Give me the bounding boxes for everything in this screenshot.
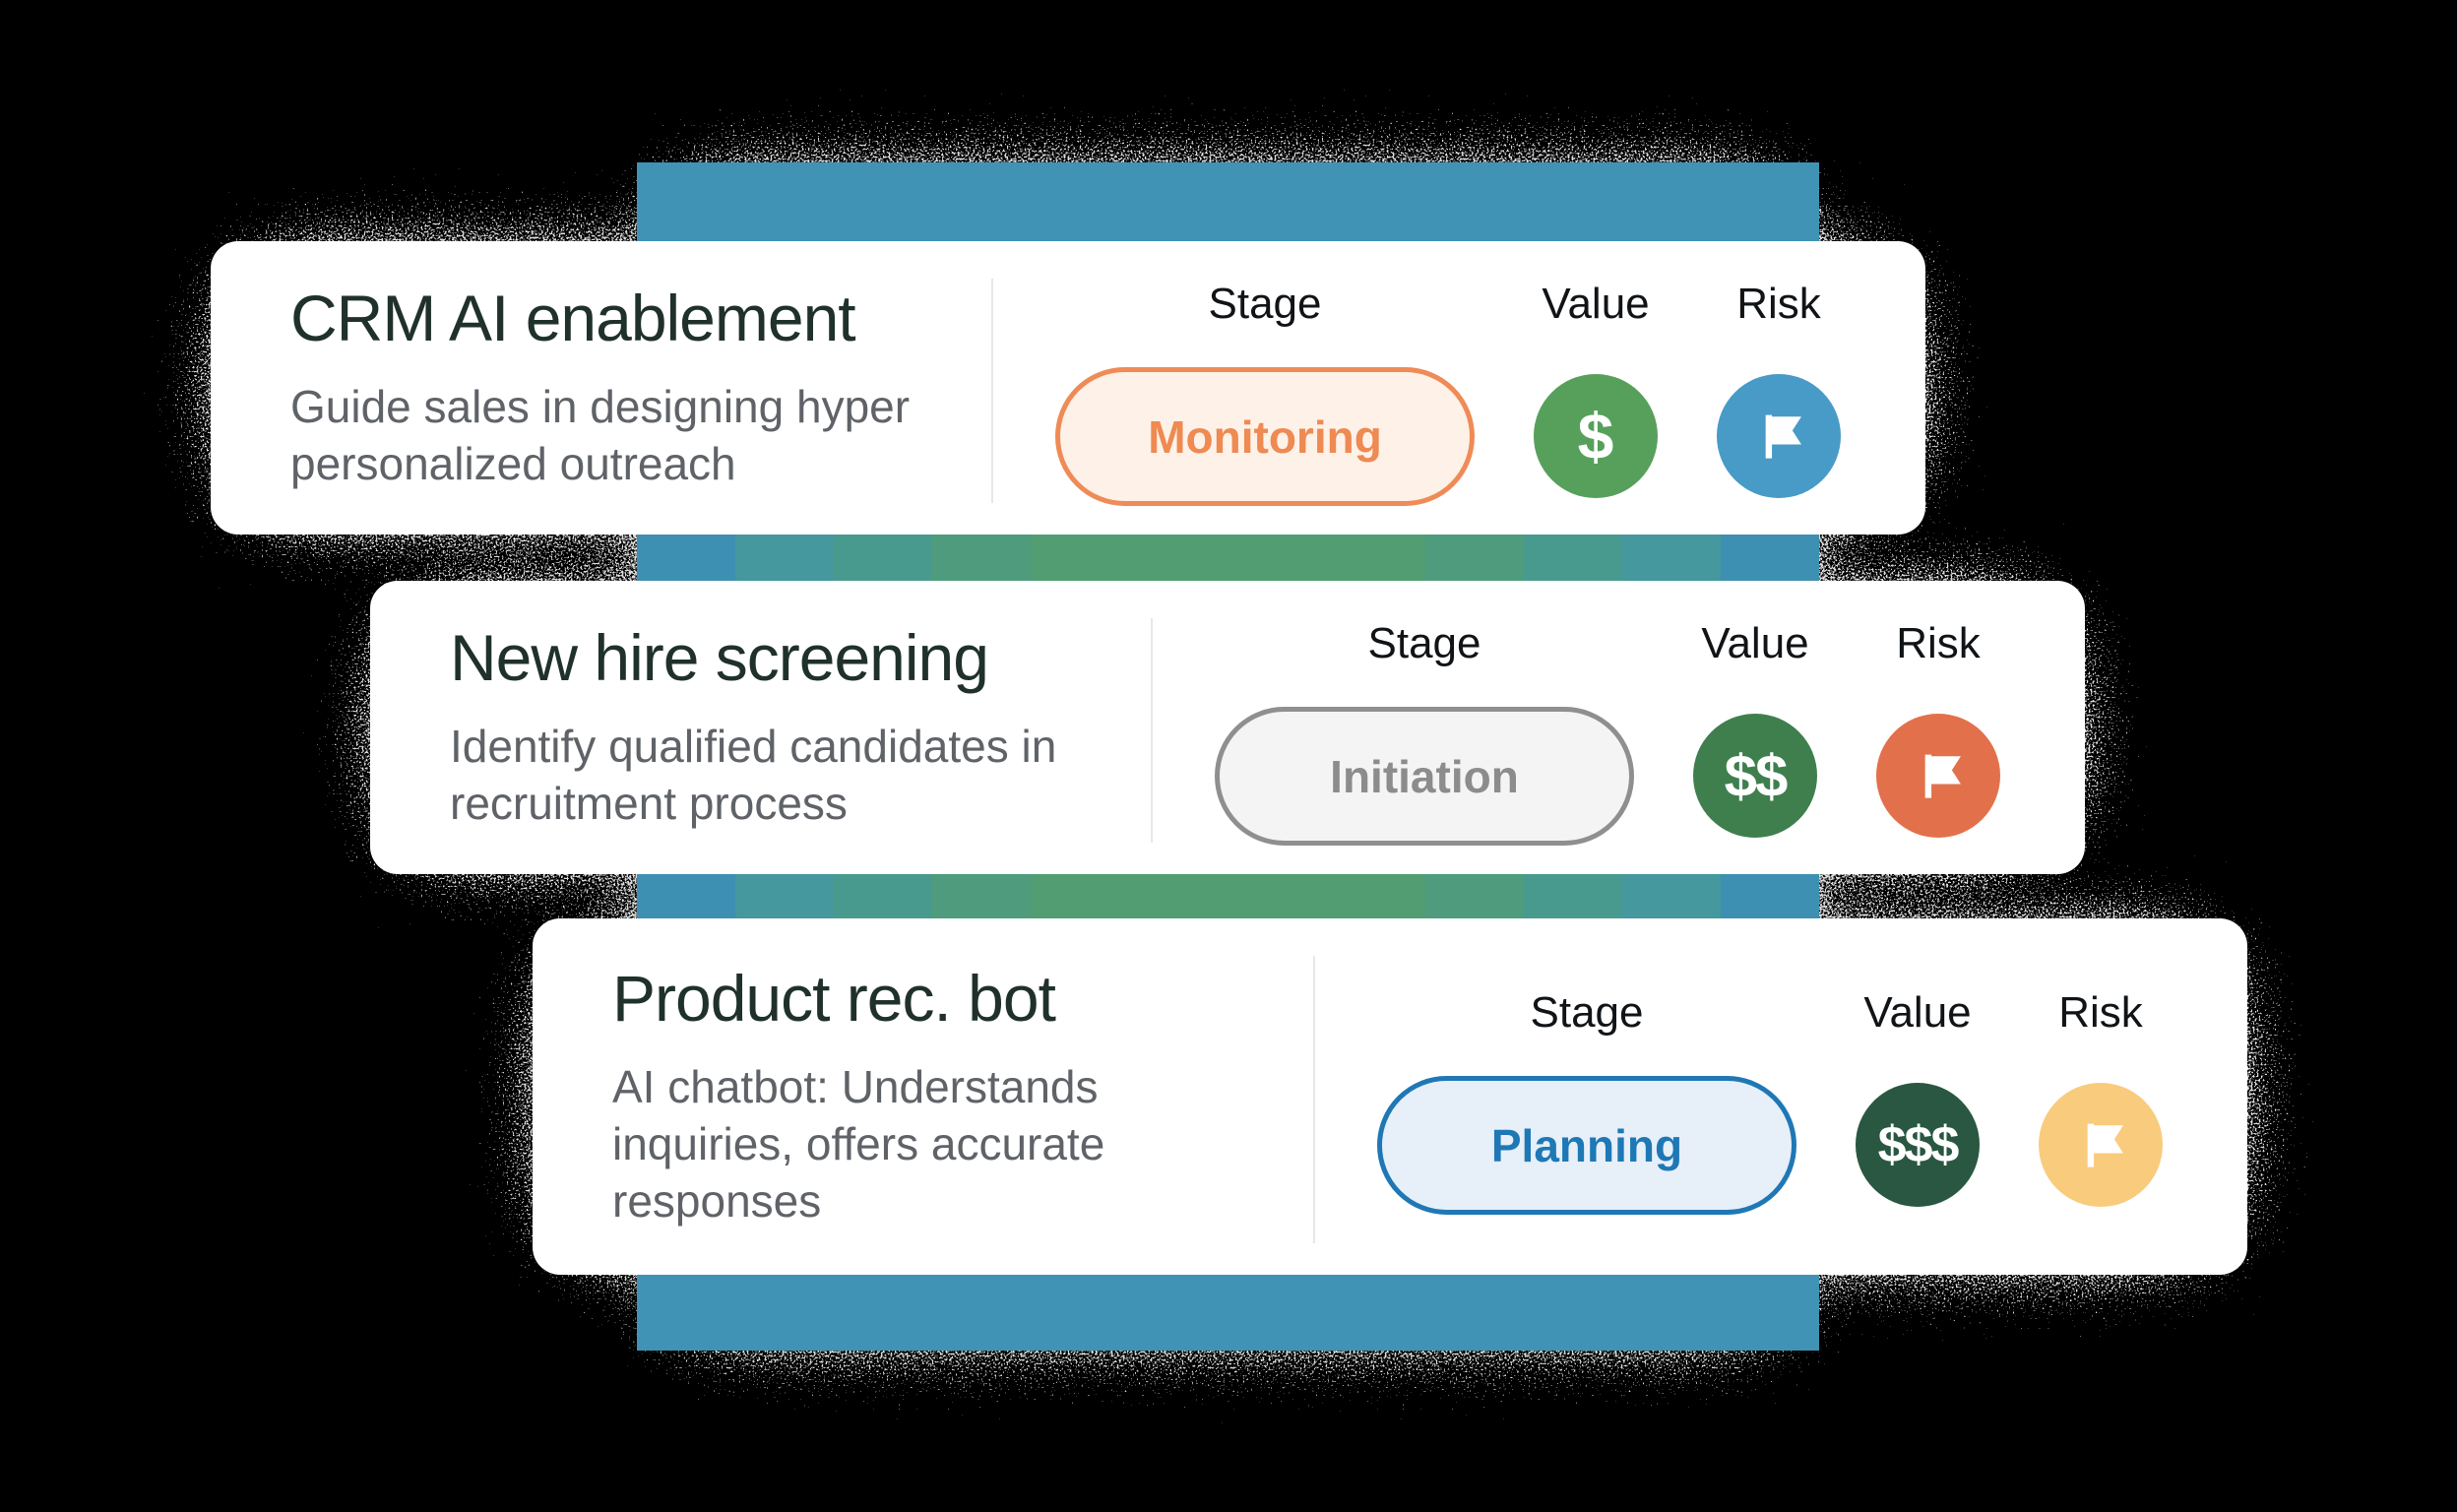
value-column: Value $	[1534, 280, 1658, 498]
risk-label: Risk	[1736, 280, 1821, 328]
value-column: Value $$	[1693, 619, 1817, 838]
vertical-divider	[1151, 618, 1153, 843]
stage-label: Stage	[1530, 988, 1644, 1037]
gradient-stripe	[1129, 535, 1228, 581]
band-gradient-strip	[637, 874, 1819, 918]
gradient-stripe	[1326, 535, 1425, 581]
value-badge: $$	[1693, 714, 1817, 838]
card-text-block: New hire screening Identify qualified ca…	[450, 581, 1129, 874]
stage-pill[interactable]: Planning	[1377, 1076, 1796, 1215]
gradient-stripe	[1424, 535, 1524, 581]
card-description: Identify qualified candidates in recruit…	[450, 721, 1057, 829]
card-text-block: CRM AI enablement Guide sales in designi…	[290, 241, 970, 535]
risk-label: Risk	[1896, 619, 1981, 667]
value-label: Value	[1701, 619, 1809, 667]
gradient-stripe	[735, 874, 835, 918]
value-badge: $$$	[1856, 1083, 1980, 1207]
gradient-stripe	[1228, 874, 1327, 918]
stage-column: Stage Planning	[1377, 988, 1796, 1215]
gradient-stripe	[932, 874, 1032, 918]
risk-column: Risk	[1876, 619, 2000, 838]
gradient-stripe	[1621, 874, 1721, 918]
gradient-stripe	[1720, 535, 1819, 581]
band-gradient-strip	[637, 535, 1819, 581]
card-text-block: Product rec. bot AI chatbot: Understands…	[612, 918, 1292, 1275]
card-title: New hire screening	[450, 621, 989, 695]
risk-column: Risk	[1717, 280, 1841, 498]
gradient-stripe	[637, 535, 736, 581]
risk-badge	[1717, 374, 1841, 498]
gradient-stripe	[1326, 874, 1425, 918]
use-case-card-hiring[interactable]: New hire screening Identify qualified ca…	[370, 581, 2085, 874]
gradient-stripe	[1523, 874, 1622, 918]
gradient-stripe	[1031, 874, 1130, 918]
risk-label: Risk	[2058, 988, 2143, 1037]
vertical-divider	[991, 279, 993, 503]
gradient-stripe	[1031, 535, 1130, 581]
gradient-stripe	[834, 535, 933, 581]
value-badge: $	[1534, 374, 1658, 498]
flag-icon	[2087, 1123, 2123, 1167]
value-label: Value	[1863, 988, 1972, 1037]
gradient-stripe	[735, 535, 835, 581]
risk-column: Risk	[2039, 988, 2163, 1207]
flag-icon	[1924, 754, 1961, 798]
gradient-stripe	[932, 535, 1032, 581]
value-label: Value	[1542, 280, 1650, 328]
stage-label: Stage	[1367, 619, 1481, 667]
use-case-card-chatbot[interactable]: Product rec. bot AI chatbot: Understands…	[533, 918, 2247, 1275]
stage-label: Stage	[1208, 280, 1322, 328]
gradient-stripe	[1228, 535, 1327, 581]
stage-column: Stage Initiation	[1215, 619, 1634, 846]
use-case-card-crm[interactable]: CRM AI enablement Guide sales in designi…	[211, 241, 1925, 535]
card-description: Guide sales in designing hyper personali…	[290, 381, 911, 489]
risk-badge	[2039, 1083, 2163, 1207]
gradient-stripe	[1424, 874, 1524, 918]
value-column: Value $$$	[1856, 988, 1980, 1207]
gradient-stripe	[834, 874, 933, 918]
gradient-stripe	[1621, 535, 1721, 581]
stage-column: Stage Monitoring	[1055, 280, 1475, 506]
risk-badge	[1876, 714, 2000, 838]
gradient-stripe	[637, 874, 736, 918]
flag-icon	[1765, 414, 1801, 459]
vertical-divider	[1313, 956, 1315, 1243]
card-title: CRM AI enablement	[290, 282, 856, 355]
stage-pill[interactable]: Monitoring	[1055, 367, 1475, 506]
gradient-stripe	[1720, 874, 1819, 918]
stage-pill[interactable]: Initiation	[1215, 707, 1634, 846]
card-description: AI chatbot: Understands inquiries, offer…	[612, 1061, 1105, 1227]
gradient-stripe	[1129, 874, 1228, 918]
gradient-stripe	[1523, 535, 1622, 581]
card-title: Product rec. bot	[612, 962, 1056, 1036]
